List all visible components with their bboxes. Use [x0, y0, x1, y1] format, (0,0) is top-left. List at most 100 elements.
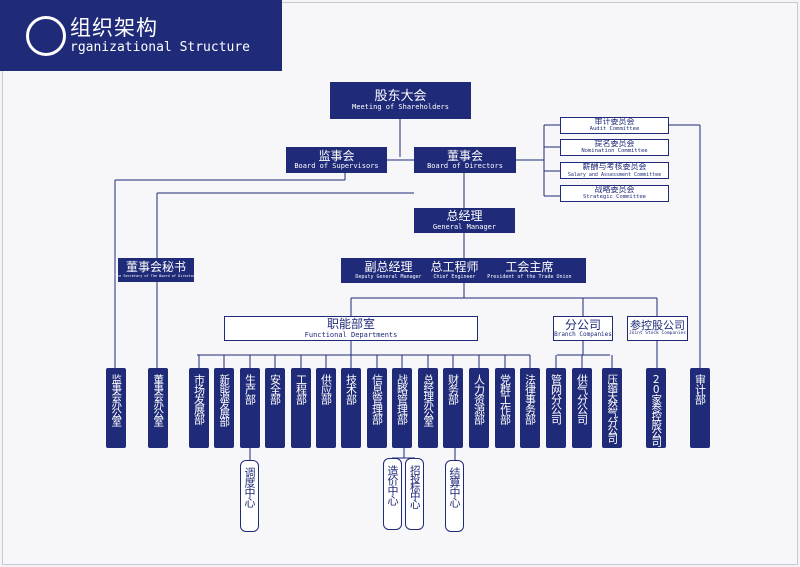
- branch-label-en: Branch Companies: [554, 331, 612, 339]
- column-cng-branch: 压缩天然气分公司: [602, 368, 622, 448]
- salary-committee-label-en: Salary and Assessment Committee: [567, 171, 662, 178]
- column-hr-dept: 人力资源部: [469, 368, 489, 448]
- column-strategy-dept: 战略管理部: [392, 368, 412, 448]
- column-label: 法律事务部: [523, 374, 537, 424]
- directors-label-en: Board of Directors: [427, 162, 503, 171]
- strategic-committee-label-en: Strategic Committee: [583, 194, 646, 201]
- column-engineering-dept: 工程部: [291, 368, 311, 448]
- subunit-settlement-label: 结算中心: [448, 467, 461, 507]
- branch-companies-box: 分公司 Branch Companies: [553, 316, 613, 341]
- board-secretary-box: 董事会秘书 The Secretary of The Board of Dire…: [114, 258, 198, 282]
- column-it-management-dept: 信息管理部: [367, 368, 387, 448]
- deputies-box: 副总经理 Deputy General Manager 总工程师 Chief E…: [341, 258, 586, 283]
- column-label: 压缩天然气分公司: [606, 374, 619, 442]
- column-label: 人力资源部: [472, 374, 486, 424]
- circle-logo-icon: [26, 16, 66, 56]
- gm-label: 总经理: [446, 209, 483, 224]
- column-label: 党群工作部: [498, 374, 512, 424]
- column-label: 监事会办公室: [110, 374, 123, 425]
- gm-label-en: General Manager: [432, 222, 497, 231]
- column-finance-dept: 财务部: [443, 368, 463, 448]
- subunit-dispatch-label: 调度中心: [243, 467, 256, 507]
- board-of-supervisors-box: 监事会 Board of Supervisors: [286, 147, 387, 173]
- subunit-cost-label: 造价中心: [386, 465, 399, 505]
- column-label: 战略管理部: [395, 374, 409, 424]
- column-supply-dept: 供应部: [316, 368, 336, 448]
- chief-engineer-label-en: Chief Engineer: [433, 273, 476, 280]
- nomination-committee-box: 提名委员会 Nomination Committee: [560, 139, 669, 156]
- column-label: 20家参控股公司: [650, 374, 663, 445]
- subunit-dispatch-center: 调度中心: [240, 460, 259, 532]
- subunit-settlement-center: 结算中心: [445, 460, 464, 532]
- column-label: 市场发展部: [192, 374, 206, 424]
- column-label: 供气分公司: [575, 374, 589, 424]
- deputy-gm-label-en: Deputy General Manager: [355, 273, 422, 280]
- column-label: 技术部: [344, 374, 358, 404]
- nomination-committee-label-en: Nomination Committee: [581, 148, 648, 155]
- holding-label-en: Joint Stock Companies: [629, 331, 686, 337]
- branch-label: 分公司: [564, 317, 601, 332]
- column-label: 信息管理部: [370, 374, 384, 424]
- column-board-office: 董事会办公室: [148, 368, 168, 448]
- functional-departments-box: 职能部室 Functional Departments: [224, 316, 478, 341]
- supervisors-label: 监事会: [318, 148, 355, 163]
- column-label: 工程部: [294, 374, 308, 404]
- column-holding-companies: 20家参控股公司: [646, 368, 666, 448]
- union-president-label-en: President of the Trade Union: [487, 273, 572, 280]
- column-label: 财务部: [446, 374, 460, 404]
- nomination-committee-label: 提名委员会: [594, 138, 635, 148]
- chief-engineer-label: 总工程师: [430, 260, 479, 275]
- chief-engineer: 总工程师 Chief Engineer: [430, 261, 478, 280]
- column-production-dept: 生产部: [240, 368, 260, 448]
- column-party-affairs-dept: 党群工作部: [495, 368, 515, 448]
- subunit-cost-center: 造价中心: [383, 458, 402, 530]
- column-label: 供应部: [319, 374, 333, 404]
- column-legal-affairs-dept: 法律事务部: [520, 368, 540, 448]
- subunit-bidding-label: 招投标中心: [408, 465, 421, 508]
- strategic-committee-box: 战略委员会 Strategic Committee: [560, 185, 669, 202]
- directors-label: 董事会: [446, 148, 483, 163]
- deputy-gm-label: 副总经理: [364, 260, 413, 275]
- salary-committee-box: 薪酬与考核委员会 Salary and Assessment Committee: [560, 162, 669, 179]
- column-label: 新能源发展部: [218, 374, 231, 425]
- strategic-committee-label: 战略委员会: [594, 184, 635, 194]
- column-label: 生产部: [243, 374, 257, 404]
- column-label: 总经理办公室: [422, 374, 435, 425]
- shareholders-meeting-box: 股东大会 Meeting of Shareholders: [330, 82, 471, 119]
- column-gas-supply-branch: 供气分公司: [572, 368, 592, 448]
- audit-committee-box: 审计委员会 Audit Committee: [560, 117, 669, 134]
- column-safety-dept: 安全部: [265, 368, 285, 448]
- shareholders-label: 股东大会: [374, 88, 427, 104]
- column-technology-dept: 技术部: [341, 368, 361, 448]
- column-market-dev-dept: 市场发展部: [189, 368, 209, 448]
- union-president: 工会主席 President of the Trade Union: [487, 261, 571, 280]
- joint-stock-companies-box: 参控股公司 Joint Stock Companies: [627, 316, 688, 341]
- page-title: 组织架构: [70, 16, 158, 40]
- board-of-directors-box: 董事会 Board of Directors: [414, 147, 516, 173]
- board-secretary-label: 董事会秘书: [125, 260, 186, 275]
- functional-label-en: Functional Departments: [304, 330, 398, 339]
- general-manager-box: 总经理 General Manager: [414, 208, 515, 233]
- board-secretary-label-en: The Secretary of The Board of Directors: [114, 273, 198, 278]
- supervisors-label-en: Board of Supervisors: [294, 162, 379, 171]
- page-subtitle: rganizational Structure: [70, 40, 251, 55]
- salary-committee-label: 薪酬与考核委员会: [582, 162, 647, 172]
- deputy-gm: 副总经理 Deputy General Manager: [355, 261, 421, 280]
- column-supervisors-office: 监事会办公室: [106, 368, 126, 448]
- column-audit-dept: 审计部: [690, 368, 710, 448]
- audit-committee-label: 审计委员会: [594, 116, 635, 126]
- column-label: 审计部: [693, 374, 707, 404]
- column-label: 管网分公司: [549, 374, 563, 424]
- shareholders-label-en: Meeting of Shareholders: [352, 103, 449, 112]
- column-label: 董事会办公室: [152, 374, 165, 425]
- column-new-energy-dept: 新能源发展部: [214, 368, 234, 448]
- header-banner: 组织架构 rganizational Structure: [0, 0, 282, 71]
- functional-label: 职能部室: [326, 317, 375, 332]
- column-label: 安全部: [268, 374, 282, 404]
- subunit-bidding-center: 招投标中心: [405, 458, 424, 530]
- audit-committee-label-en: Audit Committee: [589, 126, 640, 133]
- union-president-label: 工会主席: [505, 260, 554, 275]
- column-pipeline-branch: 管网分公司: [546, 368, 566, 448]
- column-gm-office: 总经理办公室: [418, 368, 438, 448]
